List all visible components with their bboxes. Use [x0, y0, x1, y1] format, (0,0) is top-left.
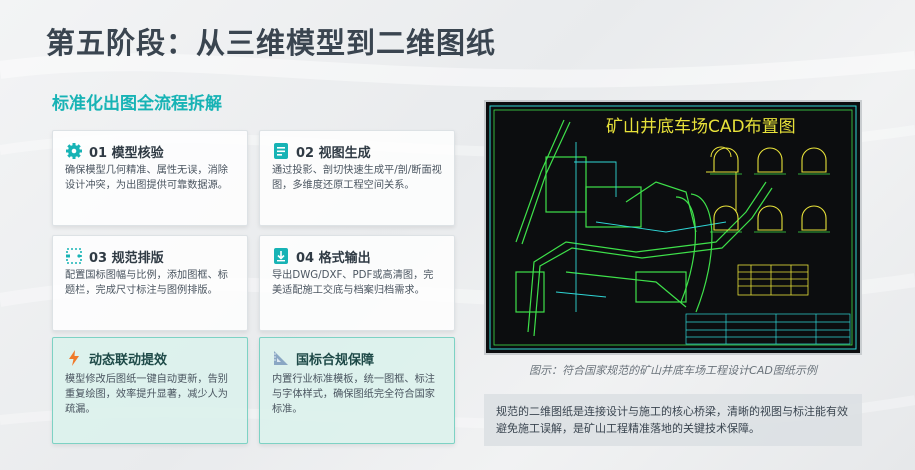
cad-drawing: 矿山井底车场CAD布置图: [486, 102, 860, 353]
card-title: 动态联动提效: [89, 352, 168, 368]
section-subtitle: 标准化出图全流程拆解: [52, 94, 222, 114]
card-description: 导出DWG/DXF、PDF或高清图，完美适配施工交底与档案归档需求。: [272, 270, 434, 296]
card-title: 04 格式输出: [296, 250, 371, 266]
view-list-icon: [272, 142, 290, 160]
card-view-generation: 02 视图生成 通过投影、剖切快速生成平/剖/断面视图，多维度还原工程空间关系。: [259, 130, 455, 226]
card-description: 配置国标图幅与比例，添加图框、标题栏，完成尺寸标注与图例排版。: [65, 270, 228, 296]
card-description: 确保模型几何精准、属性无误，消除设计冲突，为出图提供可靠数据源。: [65, 165, 228, 191]
card-title: 02 视图生成: [296, 145, 371, 161]
lightning-icon: [65, 349, 83, 367]
card-title: 国标合规保障: [296, 352, 375, 368]
card-model-check: 01 模型核验 确保模型几何精准、属性无误，消除设计冲突，为出图提供可靠数据源。: [52, 130, 248, 226]
card-layout: 03 规范排版 配置国标图幅与比例，添加图框、标题栏，完成尺寸标注与图例排版。: [52, 235, 248, 331]
card-description: 模型修改后图纸一键自动更新，告别重复绘图，效率提升显著，减少人为疏漏。: [65, 374, 228, 415]
download-icon: [272, 247, 290, 265]
ruler-icon: [272, 349, 290, 367]
summary-note: 规范的二维图纸是连接设计与施工的核心桥梁，清晰的视图与标注能有效避免施工误解，是…: [484, 394, 862, 446]
card-standard-compliance: 国标合规保障 内置行业标准模板，统一图框、标注与字体样式，确保图纸完全符合国家标…: [259, 337, 455, 444]
gear-icon: [65, 142, 83, 160]
image-caption: 图示：符合国家规范的矿山井底车场工程设计CAD图纸示例: [529, 364, 817, 377]
layout-icon: [65, 247, 83, 265]
page-title: 第五阶段：从三维模型到二维图纸: [46, 26, 497, 60]
card-description: 通过投影、剖切快速生成平/剖/断面视图，多维度还原工程空间关系。: [272, 165, 442, 191]
card-title: 03 规范排版: [89, 250, 164, 266]
card-dynamic-linkage: 动态联动提效 模型修改后图纸一键自动更新，告别重复绘图，效率提升显著，减少人为疏…: [52, 337, 248, 444]
card-description: 内置行业标准模板，统一图框、标注与字体样式，确保图纸完全符合国家标准。: [272, 374, 435, 415]
card-format-output: 04 格式输出 导出DWG/DXF、PDF或高清图，完美适配施工交底与档案归档需…: [259, 235, 455, 331]
card-title: 01 模型核验: [89, 145, 164, 161]
cad-drawing-image: 矿山井底车场CAD布置图: [484, 100, 862, 355]
cad-title: 矿山井底车场CAD布置图: [606, 117, 796, 137]
